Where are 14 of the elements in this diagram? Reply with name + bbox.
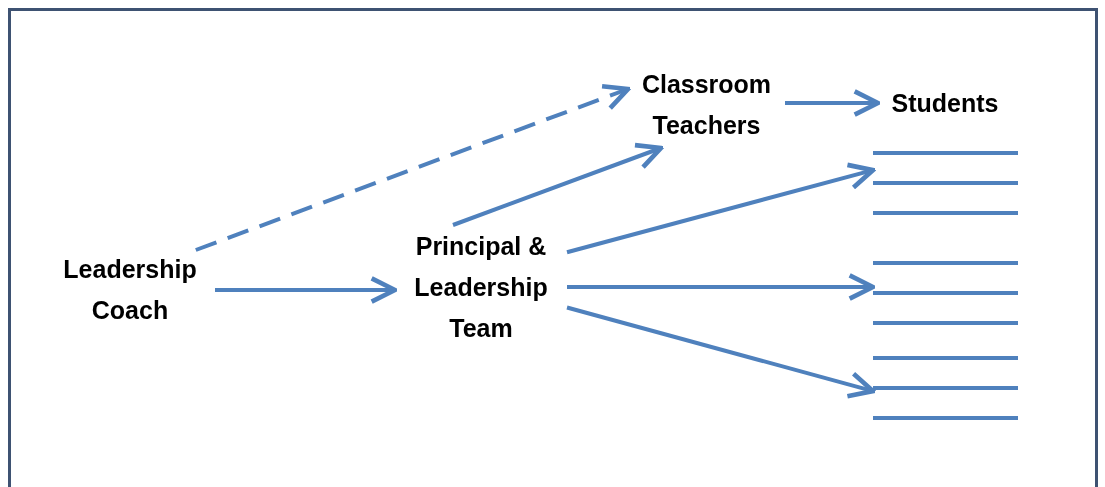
arrow [566,162,876,255]
arrow [566,305,876,399]
node-label: Classroom Teachers [640,69,773,141]
line-stack [873,260,1018,326]
node-label: Leadership Coach [62,254,198,326]
line-stack [873,150,1018,216]
node-label: Students [891,88,999,119]
arrow [785,89,881,117]
arrow [567,273,876,301]
line-stack [873,355,1018,421]
node-label: Principal & Leadership Team [413,231,549,344]
arrow [215,276,398,304]
arrow [195,83,631,252]
arrow [452,142,664,227]
